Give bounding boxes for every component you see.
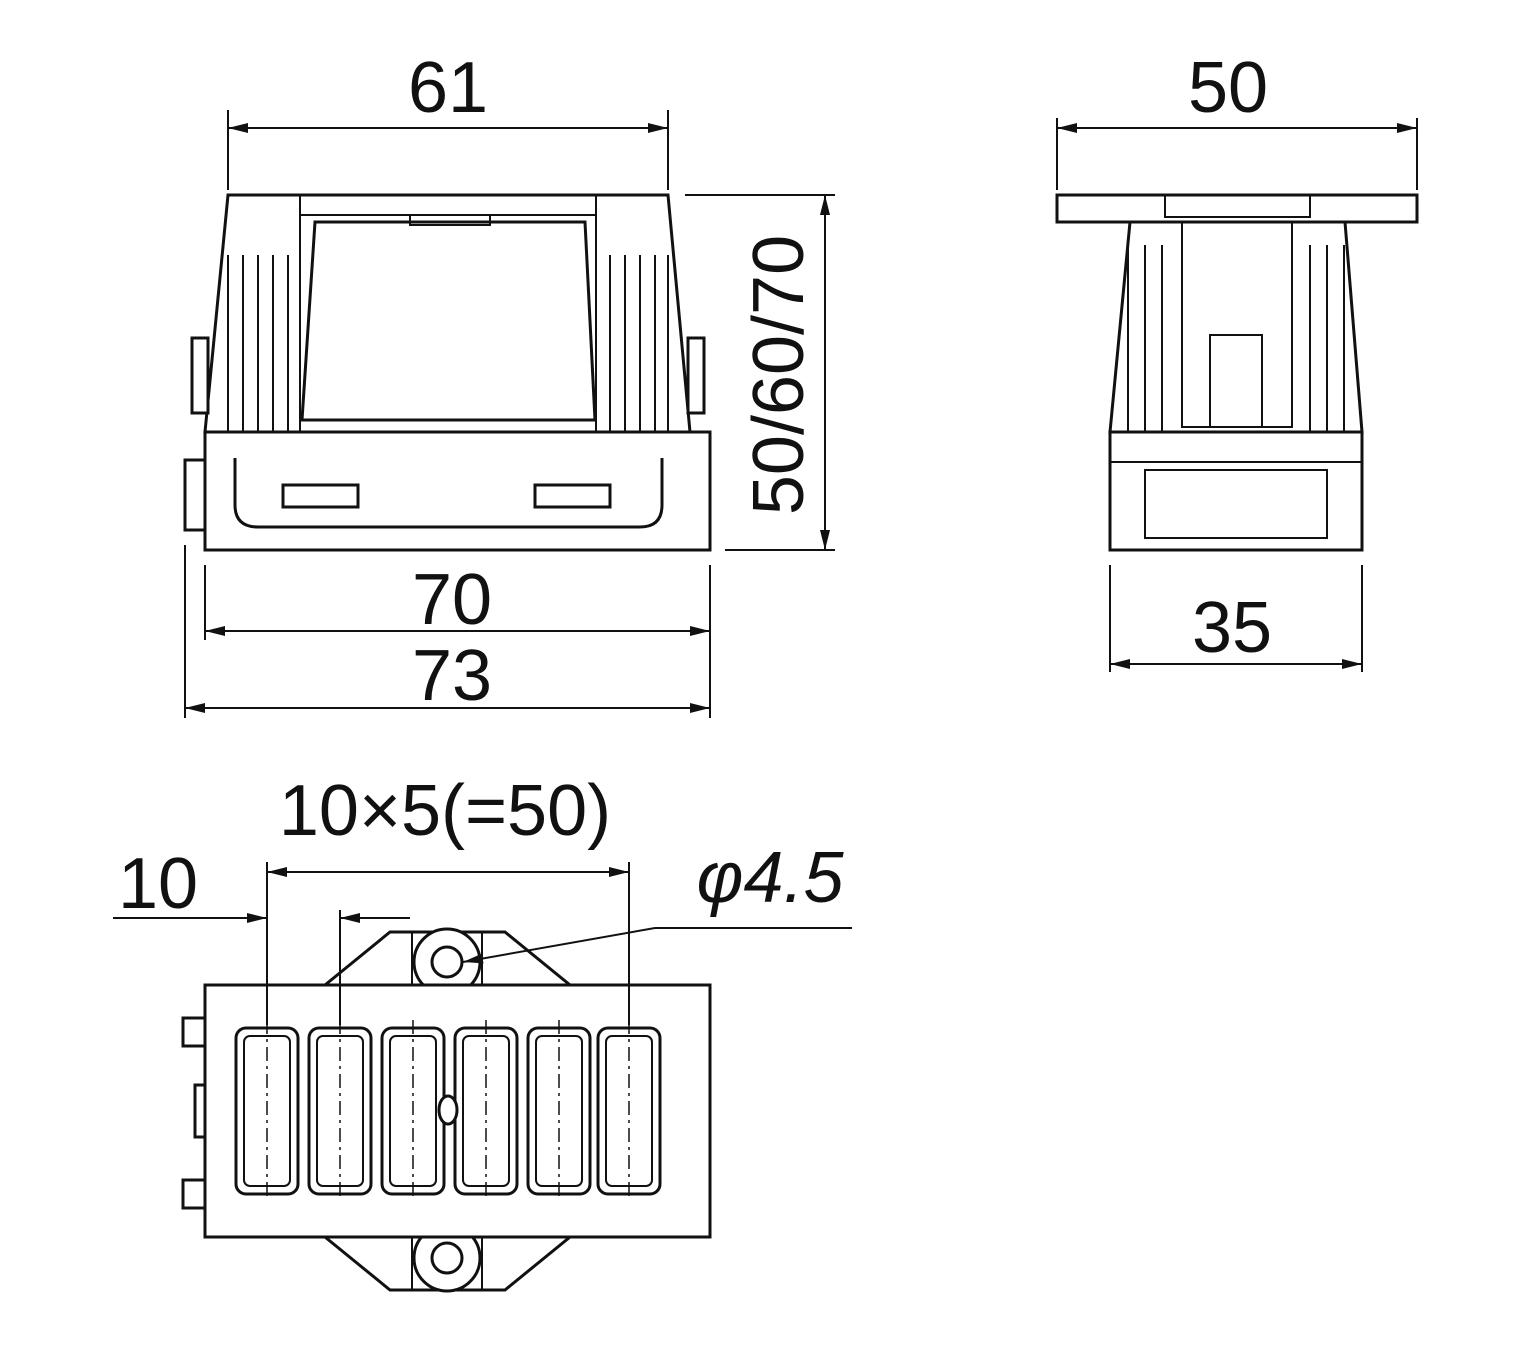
dim-label-50: 50 (1188, 48, 1268, 128)
front-view: 61 50/60/70 70 73 (183, 48, 835, 718)
dim-label-height: 50/60/70 (739, 235, 819, 515)
dim-label-hole-diameter: φ4.5 (696, 838, 844, 918)
dim-label-35: 35 (1192, 588, 1272, 668)
dim-label-pitch-total: 10×5(=50) (279, 771, 611, 851)
dim-label-73: 73 (412, 636, 492, 716)
dim-label-70: 70 (412, 560, 492, 640)
side-ribs (1127, 245, 1345, 432)
dim-label-61: 61 (408, 48, 488, 128)
ribs-left (227, 255, 289, 432)
dim-label-pitch: 10 (118, 844, 198, 924)
side-view: 50 35 (1055, 48, 1419, 672)
ribs-right (609, 255, 669, 432)
bottom-view: 10×5(=50) 10 φ4.5 (113, 771, 852, 1293)
